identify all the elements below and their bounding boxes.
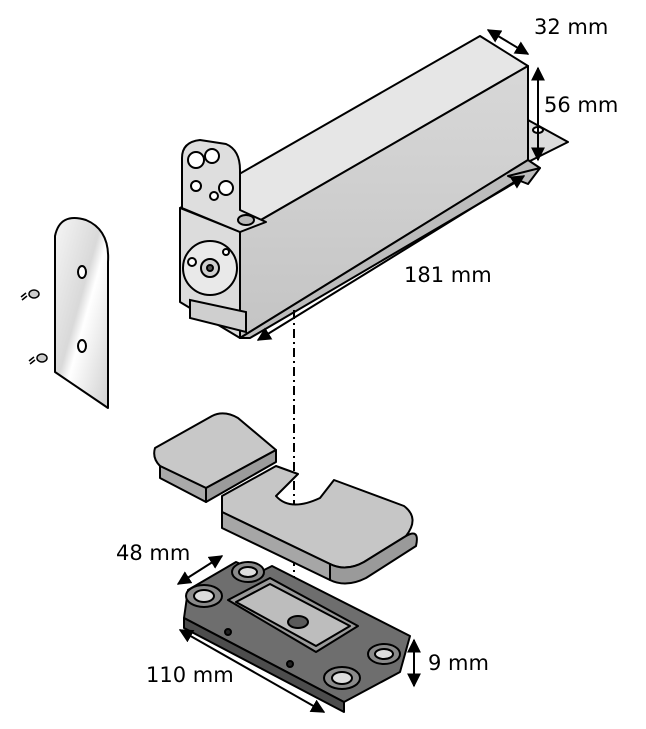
mount-plate-hole-2 xyxy=(77,339,87,353)
floor-base-plate xyxy=(183,561,411,713)
mount-plate-hole-1 xyxy=(77,265,87,279)
label-plate-width: 48 mm xyxy=(116,541,190,565)
dim-line-plate-width xyxy=(176,555,224,585)
bottom-lug xyxy=(189,298,247,334)
label-box-height: 56 mm xyxy=(544,93,618,117)
base-center-hole xyxy=(287,615,309,629)
cover-large xyxy=(221,465,418,585)
label-plate-height: 9 mm xyxy=(428,651,489,675)
dim-line-length xyxy=(256,175,526,341)
bracket-hole-2 xyxy=(204,148,220,164)
wall-mount-plate xyxy=(54,217,110,409)
dimension-lines xyxy=(176,29,545,713)
cover-small xyxy=(153,412,277,503)
dim-line-depth xyxy=(486,29,530,55)
label-box-depth: 32 mm xyxy=(534,15,608,39)
screw-2 xyxy=(28,353,48,365)
bracket-hole-5 xyxy=(209,191,219,201)
label-box-length: 181 mm xyxy=(404,263,492,287)
bracket-hole-3 xyxy=(218,180,234,196)
bracket-screw xyxy=(237,214,255,226)
bracket-hole-4 xyxy=(190,180,202,192)
arm-bracket xyxy=(181,139,267,233)
screw-1 xyxy=(20,289,40,301)
dim-line-plate-length xyxy=(178,629,326,713)
adjust-screw-2 xyxy=(222,248,230,256)
closer-end-details xyxy=(182,240,247,334)
adjust-screw-1 xyxy=(187,257,197,267)
bracket-hole-1 xyxy=(187,151,205,169)
label-plate-length: 110 mm xyxy=(146,663,234,687)
closer-end-flange xyxy=(527,119,569,163)
